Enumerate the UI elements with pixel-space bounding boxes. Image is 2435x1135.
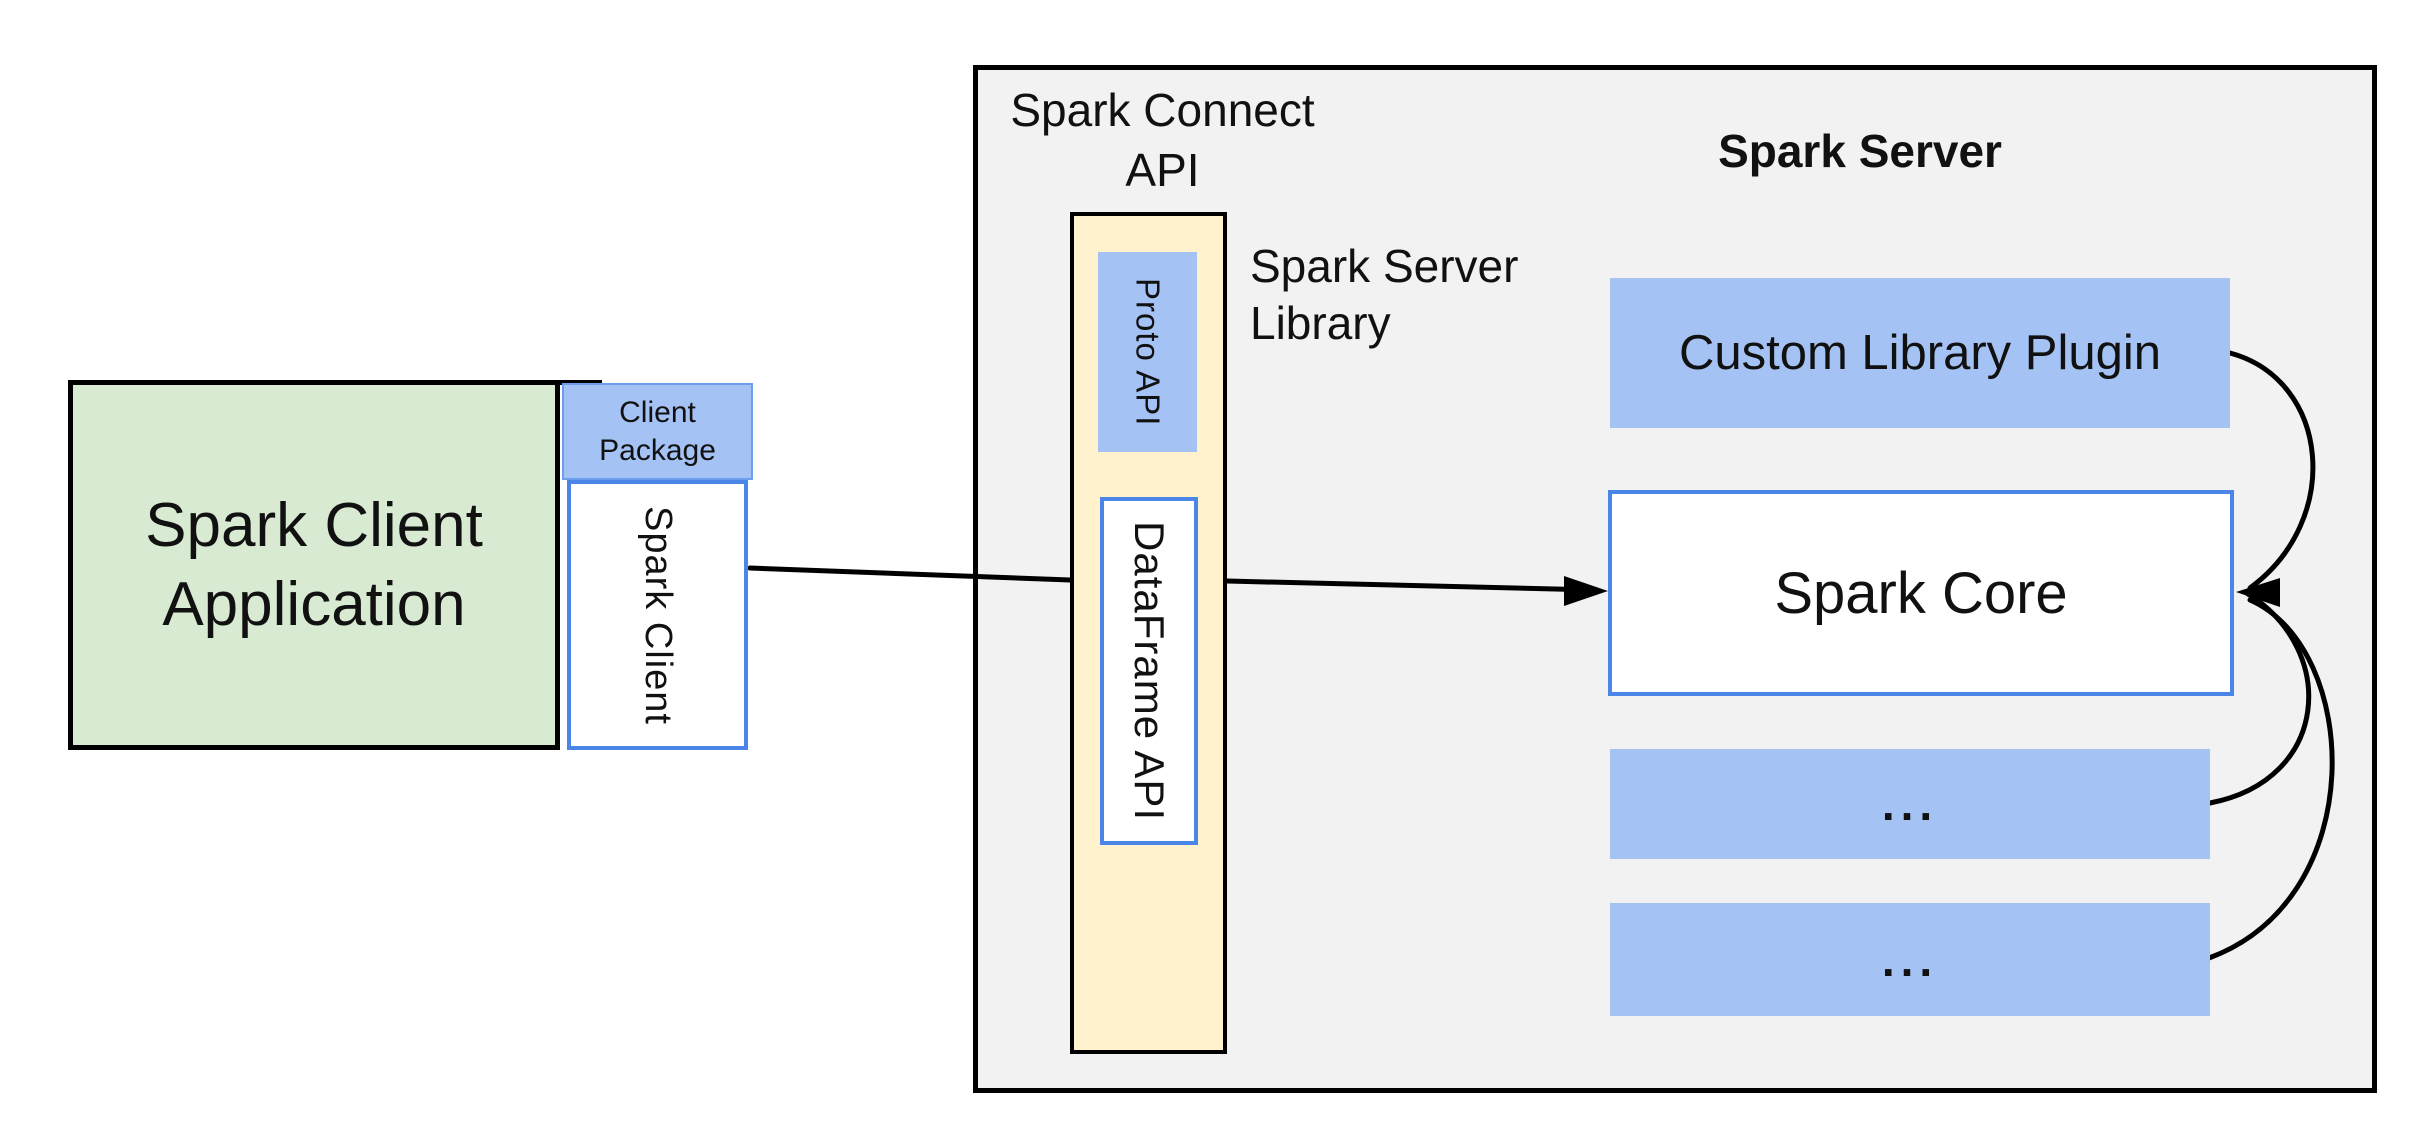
spark-client-box: Spark Client <box>567 480 748 750</box>
proto-api-box: Proto API <box>1098 252 1197 452</box>
plugin-slot-2-label: ... <box>1881 933 1939 986</box>
client-package-box: Client Package <box>562 383 753 480</box>
custom-library-plugin-box: Custom Library Plugin <box>1610 278 2230 428</box>
green-box-border-overshoot <box>556 380 602 385</box>
dataframe-api-box: DataFrame API <box>1100 497 1198 845</box>
proto-api-label: Proto API <box>1129 277 1167 427</box>
plugin-slot-1-box: ... <box>1610 749 2210 859</box>
spark-core-box: Spark Core <box>1608 490 2234 696</box>
spark-client-application-box: Spark Client Application <box>68 380 560 750</box>
spark-client-application-label: Spark Client Application <box>145 491 483 639</box>
spark-core-label: Spark Core <box>1774 560 2068 626</box>
dataframe-api-label: DataFrame API <box>1126 520 1173 822</box>
spark-client-label: Spark Client <box>637 505 679 725</box>
plugin-slot-1-label: ... <box>1881 778 1939 830</box>
spark-server-title: Spark Server <box>1718 125 2002 177</box>
client-package-label: Client Package <box>599 395 716 467</box>
spark-connect-api-label: Spark Connect API <box>1010 84 1315 196</box>
plugin-slot-2-box: ... <box>1610 903 2210 1016</box>
spark-server-library-label: Spark Server Library <box>1250 240 1519 349</box>
custom-library-plugin-label: Custom Library Plugin <box>1678 326 2162 380</box>
